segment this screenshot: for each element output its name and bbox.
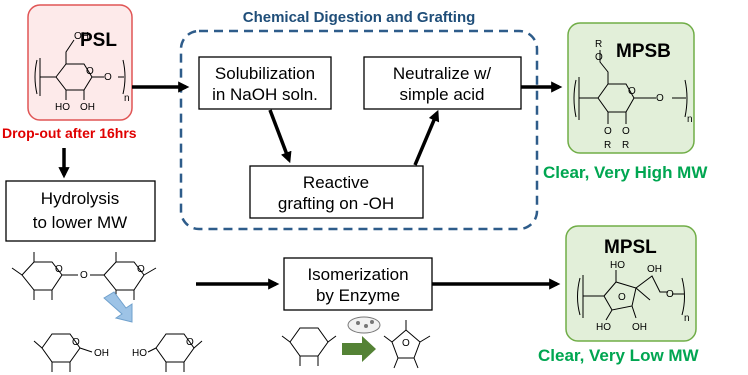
arrow-solubilization-to-reactive [268,109,292,164]
mpsb-r-top: R [595,39,602,50]
mpsl-n: n [684,313,690,324]
neutralize-box [363,56,522,110]
mpsb-o-top: O [595,52,603,63]
psl-structure: OH O O HO OH n [34,31,130,113]
mpsl-link-o: O [666,289,674,300]
psl-n: n [124,93,130,104]
mpsb-r-right: R [622,140,629,151]
mpsb-r-left: R [604,140,611,151]
mpsb-structure: R O O O O O R R n [573,39,693,151]
enzyme-icon [347,316,381,334]
monosaccharide-structures: O OH HO O [33,333,203,372]
isomerization-illustration: O [281,316,431,369]
mpsl-oh-bottom: OH [632,322,647,333]
mpsl-ring-o: O [618,292,626,303]
neutralize-line2: simple acid [399,85,484,104]
mono1-oh: OH [94,348,109,359]
psl-link-o: O [104,72,112,83]
hydrolysis-line1: Hydrolysis [41,189,119,208]
psl-oh-bottom: OH [80,102,95,113]
solubilization-line1: Solubilization [215,64,315,83]
mpsl-box [565,225,697,342]
digestion-frame [179,29,539,231]
reactive-line1: Reactive [303,173,369,192]
disaccharide-link-o: O [80,270,88,281]
isomerization-box [283,257,433,311]
mpsb-label: MPSB [616,41,671,62]
isomerization-line1: Isomerization [307,265,408,284]
mpsl-ho-top: HO [610,260,625,271]
psl-label: PSL [80,30,117,51]
mpsb-link-o: O [656,93,664,104]
solubilization-box [198,56,332,110]
mpsl-label: MPSL [604,237,657,258]
mpsb-o-right: O [622,126,630,137]
disaccharide-structure: O O O [11,252,157,300]
hydrolysis-blue-arrow [103,291,133,323]
mpsb-ring-o: O [628,86,636,97]
mpsb-node: MPSB R O O O O O R R n [567,22,695,154]
mono2-ho: HO [132,348,147,359]
hydrolysis-box [5,180,156,242]
diagram-title: Chemical Digestion and Grafting [243,9,476,26]
isomerization-green-arrow [342,336,376,362]
reactive-line2: grafting on -OH [278,194,394,213]
mono1-ring-o: O [72,337,80,348]
hydrolysis-line2: to lower MW [33,213,127,232]
disaccharide-o2: O [137,264,145,275]
psl-box [27,4,133,121]
reactive-box [249,165,424,219]
neutralize-line1: Neutralize w/ [393,64,492,83]
psl-ring-o: O [86,66,94,77]
mpsl-caption: Clear, Very Low MW [538,346,700,365]
mpsb-caption: Clear, Very High MW [543,163,708,182]
psl-oh-top: OH [74,31,89,42]
dropout-label: Drop-out after 16hrs [2,125,137,141]
mono2-ring-o: O [186,337,194,348]
solubilization-line2: in NaOH soln. [212,85,318,104]
mpsb-n: n [687,114,693,125]
mpsl-ho-bottom: HO [596,322,611,333]
furanose-ring-o: O [402,338,410,349]
isomerization-line2: by Enzyme [316,286,400,305]
psl-node: PSL OH O O HO OH n [27,4,133,121]
arrow-reactive-to-neutralize [413,109,440,166]
psl-ho: HO [55,102,70,113]
mpsb-o-left: O [604,126,612,137]
mpsl-node: MPSL HO OH O O HO OH n [565,225,697,342]
mpsl-structure: HO OH O O HO OH n [577,260,690,333]
mpsl-oh-top: OH [647,264,662,275]
disaccharide-o1: O [55,264,63,275]
